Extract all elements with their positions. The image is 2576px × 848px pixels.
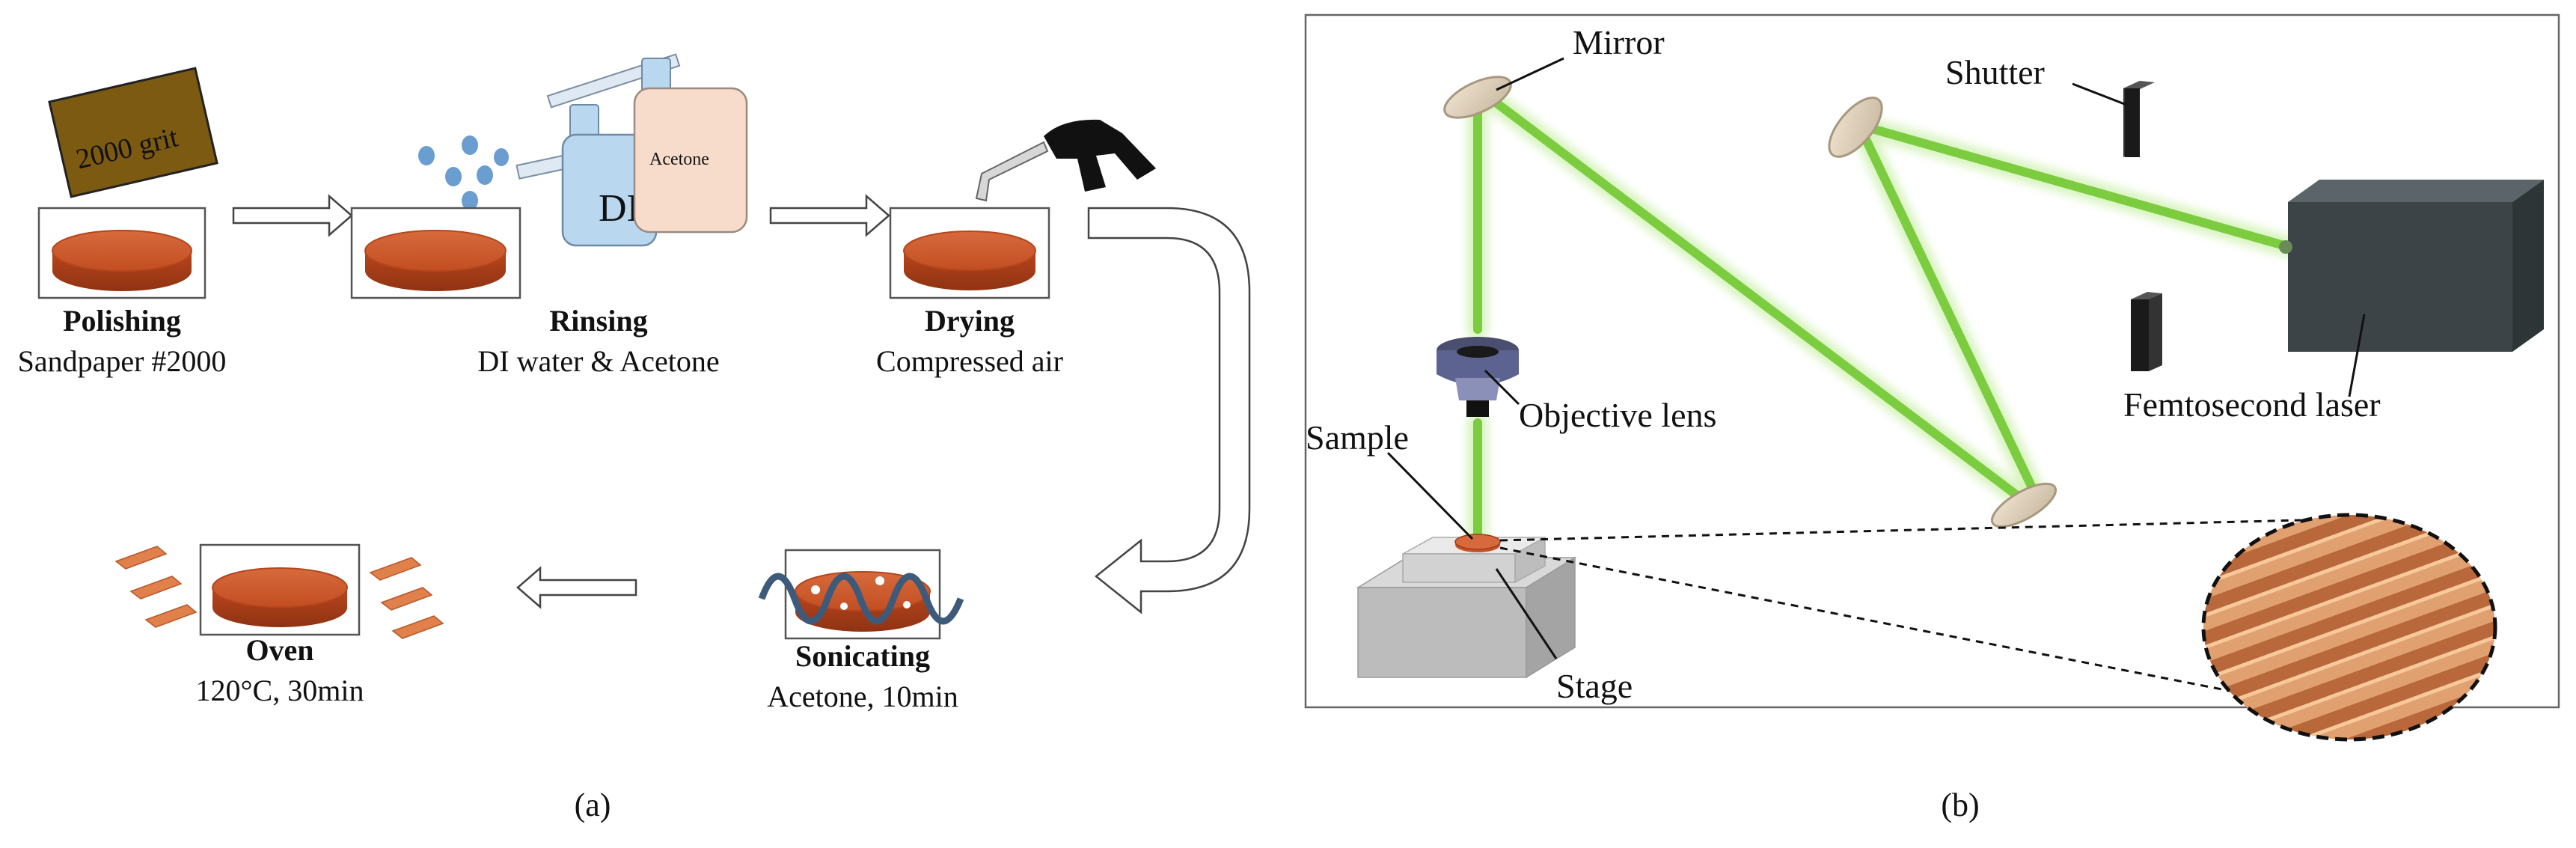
label-objective-lens: Objective lens bbox=[1519, 396, 1716, 434]
panel-a: 2000 grit Polishing Sandpaper #2000 bbox=[18, 53, 1251, 823]
oven-detail: 120°C, 30min bbox=[196, 674, 364, 707]
rinsing-title: Rinsing bbox=[549, 304, 647, 338]
rinsing-detail: DI water & Acetone bbox=[477, 344, 719, 378]
air-gun-icon bbox=[975, 119, 1156, 202]
sandpaper bbox=[48, 67, 218, 198]
sample-disc bbox=[364, 230, 507, 291]
flow-arrow-uturn bbox=[1087, 207, 1251, 614]
acetone-bottle-label: Acetone bbox=[649, 150, 709, 169]
caption-b: (b) bbox=[1941, 787, 1979, 823]
sonicating-title: Sonicating bbox=[795, 639, 930, 673]
zoomed-surface-inset bbox=[2201, 513, 2497, 742]
label-stage: Stage bbox=[1556, 667, 1633, 705]
objective-lens bbox=[1437, 337, 1519, 417]
femtosecond-laser bbox=[2279, 180, 2544, 352]
leader-lines bbox=[1386, 57, 2366, 659]
shutter-upper bbox=[2123, 81, 2155, 157]
shutter-lower bbox=[2131, 292, 2162, 371]
sample-disc bbox=[903, 231, 1036, 290]
sample-disc bbox=[212, 567, 348, 627]
polishing-title: Polishing bbox=[63, 304, 181, 338]
label-shutter: Shutter bbox=[1945, 53, 2045, 91]
label-sample: Sample bbox=[1306, 418, 1409, 457]
polishing-detail: Sandpaper #2000 bbox=[18, 344, 227, 378]
rinsing-step: DI Acetone Rinsing DI water & Acetone bbox=[350, 53, 748, 378]
sonicating-step: Sonicating Acetone, 10min bbox=[758, 549, 964, 713]
bubbles bbox=[811, 576, 911, 610]
acetone-bottle: Acetone bbox=[546, 53, 748, 234]
flow-arrow-3 bbox=[516, 566, 637, 609]
mirror-2 bbox=[1828, 97, 1883, 158]
water-droplets bbox=[418, 135, 509, 210]
laser-beams bbox=[1467, 87, 2300, 549]
polishing-step: 2000 grit Polishing Sandpaper #2000 bbox=[18, 67, 227, 378]
di-label: DI bbox=[599, 187, 640, 230]
label-femtosecond-laser: Femtosecond laser bbox=[2123, 385, 2381, 424]
zoom-guide-lines bbox=[1499, 519, 2301, 694]
label-mirror: Mirror bbox=[1573, 23, 1665, 61]
drying-detail: Compressed air bbox=[876, 344, 1063, 378]
heat-wave-icons bbox=[114, 546, 444, 639]
drying-step: Drying Compressed air bbox=[876, 119, 1156, 378]
flow-arrow-2 bbox=[769, 194, 890, 237]
sample-on-stage bbox=[1454, 534, 1501, 552]
sonicating-detail: Acetone, 10min bbox=[767, 680, 958, 713]
drying-title: Drying bbox=[925, 304, 1015, 338]
caption-a: (a) bbox=[575, 787, 611, 823]
ultrasonic-wave-icon bbox=[758, 573, 964, 625]
flow-arrow-1 bbox=[232, 194, 353, 237]
oven-step: Oven 120°C, 30min bbox=[114, 543, 444, 707]
oven-title: Oven bbox=[245, 633, 313, 667]
panel-b: Mirror Shutter Objective lens Sample Sta… bbox=[1304, 13, 2560, 823]
sample-disc bbox=[52, 230, 192, 291]
mirror-3 bbox=[1990, 482, 2058, 528]
